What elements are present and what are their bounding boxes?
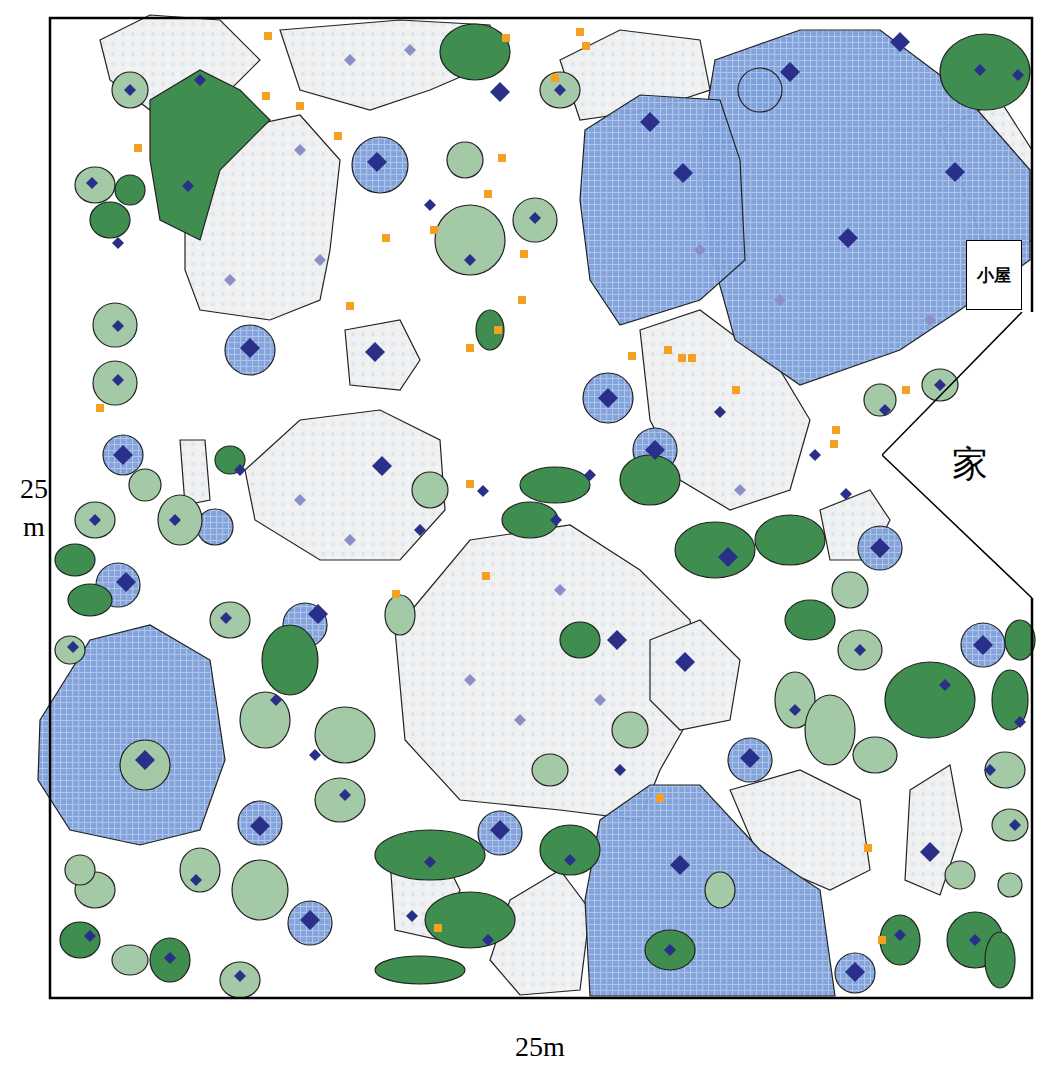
- hut-box: 小屋: [966, 240, 1022, 310]
- light-green-patches: [55, 72, 1028, 998]
- hut-label: 小屋: [977, 264, 1011, 287]
- house-region: 家: [882, 312, 1056, 602]
- dark-green-patches: [55, 24, 1035, 988]
- bottom-dimension: 25m: [470, 1028, 610, 1066]
- plant-diamonds: [67, 32, 1026, 982]
- plot-border: [50, 18, 1032, 998]
- blue-patches: [38, 30, 1030, 996]
- orange-markers: [96, 28, 910, 944]
- side-dimension: 25 m: [12, 470, 56, 546]
- grey-patches: [100, 15, 1032, 995]
- house-wall-line: [882, 312, 1032, 598]
- house-label: 家: [952, 444, 988, 484]
